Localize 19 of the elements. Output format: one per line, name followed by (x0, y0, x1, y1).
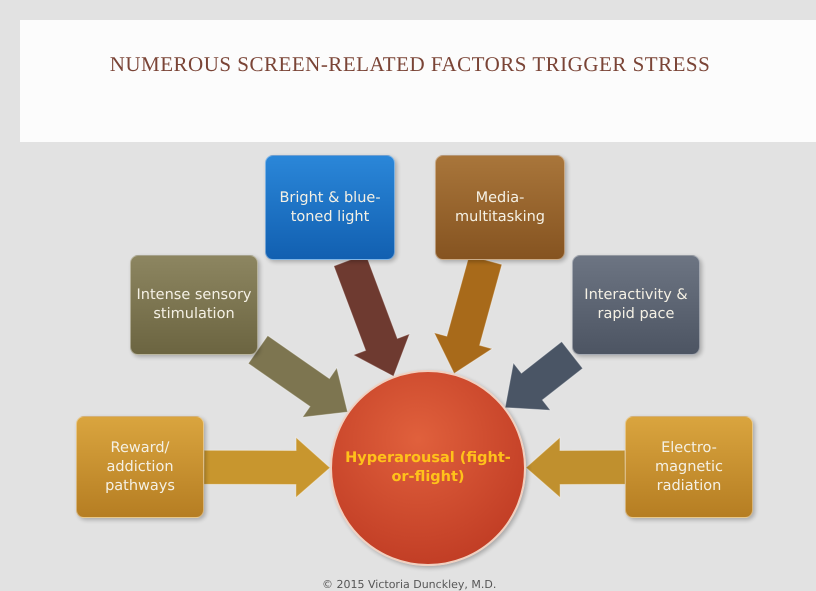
block-arrow (504, 340, 584, 411)
title: NUMEROUS SCREEN-RELATED FACTORS TRIGGER STRESS (108, 51, 712, 78)
node-label: Media-multitasking (454, 188, 546, 226)
node-label: Reward/ addiction pathways (104, 438, 176, 496)
node-label: Intense sensory stimulation (136, 286, 252, 324)
factor-box (435, 155, 565, 260)
node-label: Hyperarousal (fight-or-flight) (344, 449, 512, 487)
factor-box (130, 255, 258, 355)
block-arrow (248, 334, 348, 418)
node-label: Electro-magnetic radiation (654, 438, 724, 496)
block-arrow (525, 436, 626, 499)
factor-box (76, 416, 204, 518)
node-label: Bright & blue-toned light (278, 188, 382, 226)
node-label: Interactivity & rapid pace (583, 286, 689, 324)
block-arrow (203, 436, 331, 499)
factor-box (625, 416, 753, 518)
factor-box (572, 255, 700, 355)
factor-box (265, 155, 395, 260)
copyright-note: © 2015 Victoria Dunckley, M.D. (322, 578, 496, 591)
